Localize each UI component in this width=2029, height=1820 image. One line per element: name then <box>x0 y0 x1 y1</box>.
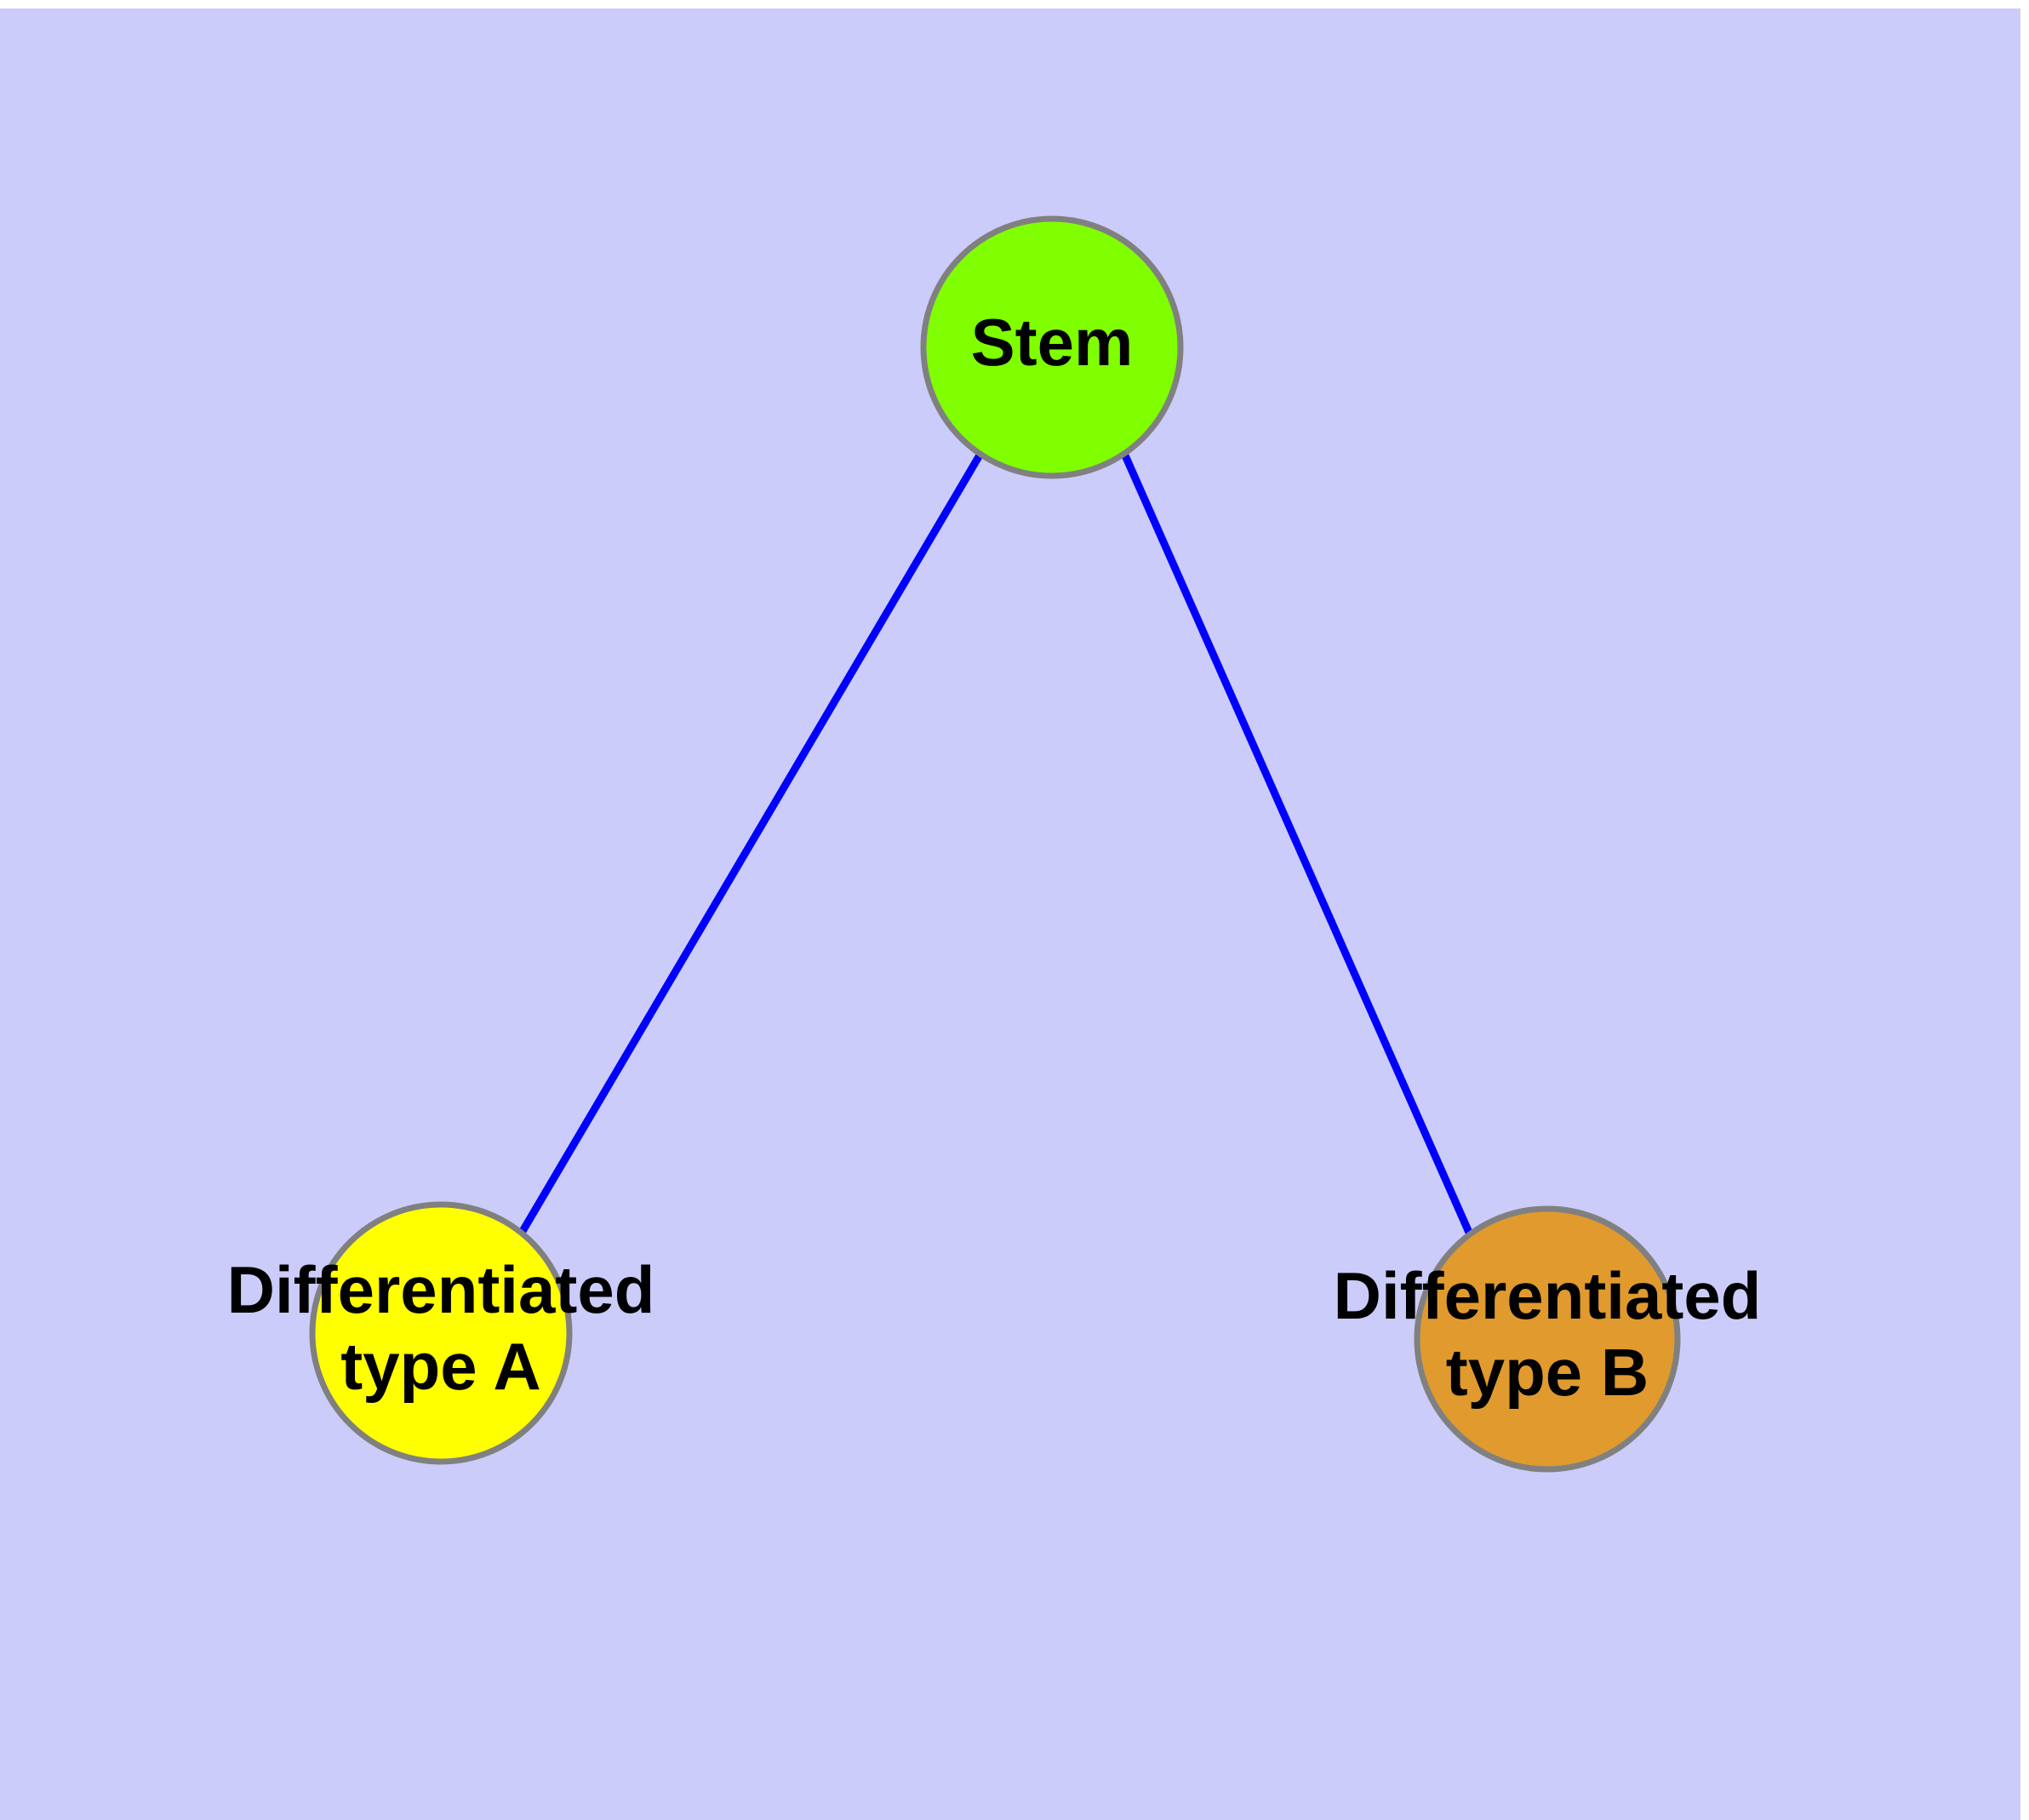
label-line: type A <box>340 1329 541 1404</box>
nodes-layer <box>309 215 1681 1473</box>
label-line: Differentiated <box>1334 1257 1762 1332</box>
graph-node-diff_a[interactable] <box>309 1201 573 1465</box>
graph-node-diff_b[interactable] <box>1414 1205 1681 1473</box>
graph-edge-stem-to-a <box>518 451 984 1235</box>
label-line: Differentiated <box>227 1251 655 1326</box>
label-line: Stem <box>971 305 1134 380</box>
graph-node-label-stem: Stem <box>971 305 1134 380</box>
graph-edge-stem-to-b <box>1121 454 1474 1236</box>
graph-node-stem[interactable] <box>920 215 1184 479</box>
edges-layer <box>518 451 1474 1236</box>
label-line: type B <box>1446 1335 1649 1410</box>
